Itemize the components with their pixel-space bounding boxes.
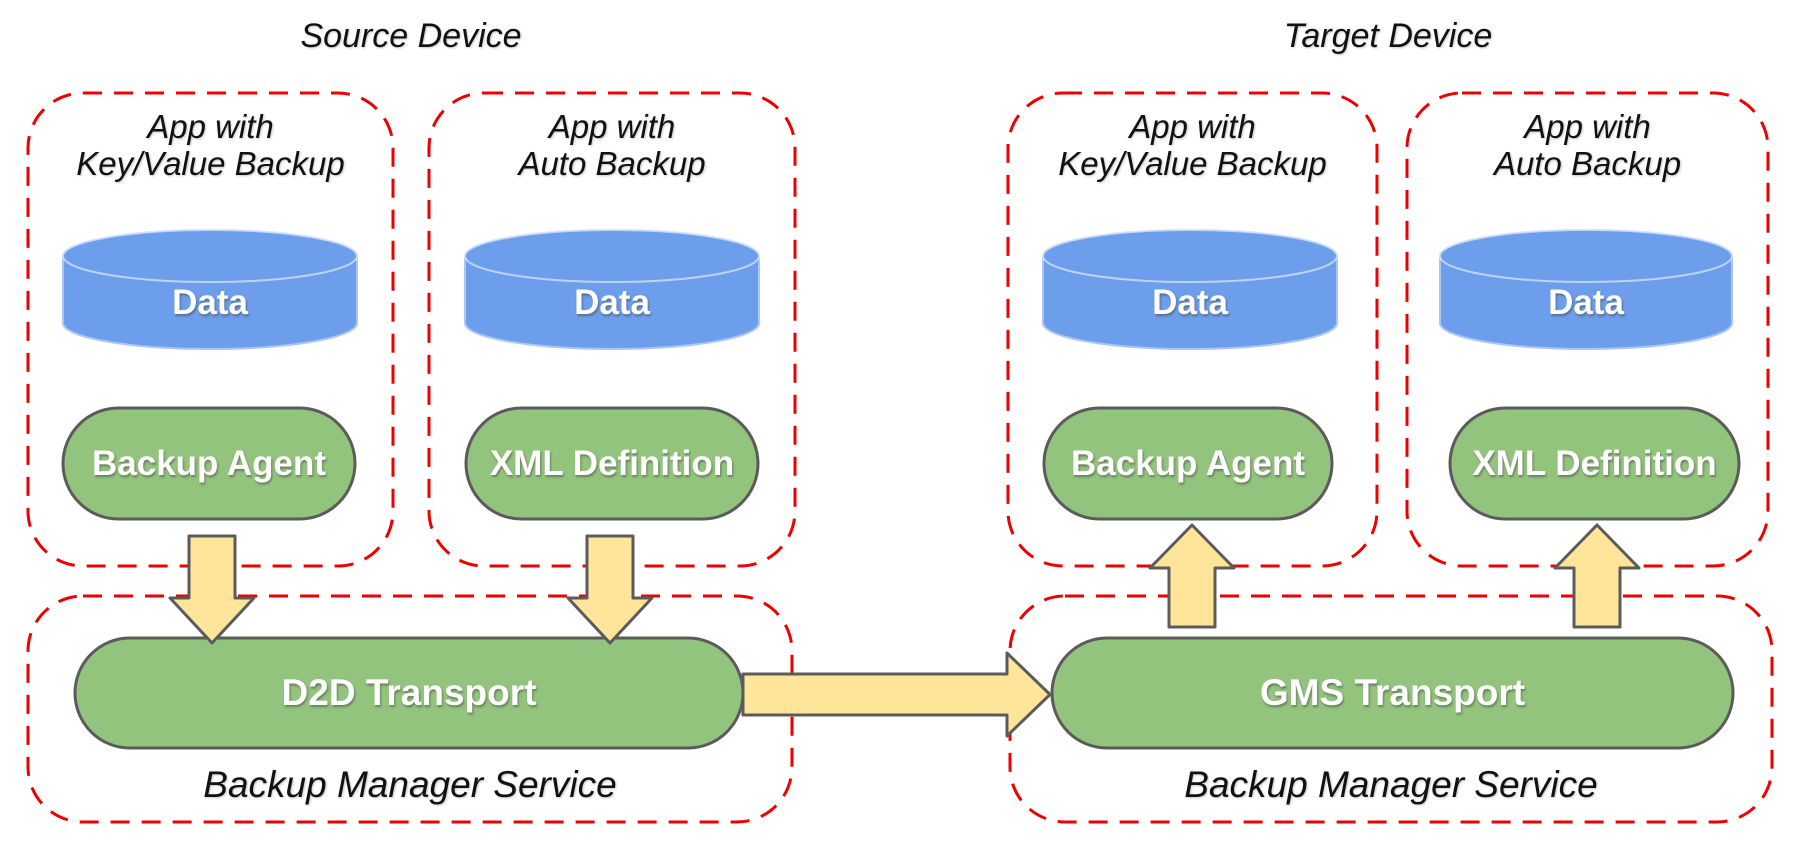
d2d-transport-label: D2D Transport <box>281 672 537 713</box>
source-backup-agent-pill <box>61 406 357 521</box>
source-backup-manager-label: Backup Manager Service <box>203 764 617 805</box>
app-title-line2: Auto Backup <box>518 145 706 182</box>
source-device-title: Source Device <box>300 16 522 55</box>
source-app2-data-label: Data <box>574 282 650 322</box>
up-arrow-target-app1-icon <box>1148 523 1236 629</box>
target-xml-definition-label: XML Definition <box>1472 443 1717 483</box>
target-backup-agent-pill <box>1042 406 1334 521</box>
source-app1-data-label: Data <box>172 282 248 322</box>
source-app1-title: App with Key/Value Backup <box>28 105 393 185</box>
target-app2-title: App with Auto Backup <box>1407 105 1768 185</box>
gms-transport-pill <box>1050 636 1735 750</box>
cylinder-top-rim <box>1439 229 1733 283</box>
source-backup-manager-border <box>26 594 794 824</box>
target-app2-data-label: Data <box>1548 282 1624 322</box>
component-pills <box>61 406 1741 750</box>
source-app2-title: App with Auto Backup <box>429 105 795 185</box>
target-backup-manager-label: Backup Manager Service <box>1184 764 1598 805</box>
target-xml-definition-pill <box>1448 406 1741 521</box>
data-cylinder-source-keyvalue <box>62 229 358 350</box>
right-arrow-d2d-to-gms-icon <box>741 651 1052 738</box>
source-app-auto-border <box>427 91 797 568</box>
cylinder-top-rim <box>62 229 358 283</box>
data-cylinder-target-keyvalue <box>1042 229 1338 350</box>
data-cylinders <box>62 229 1733 350</box>
source-xml-definition-pill <box>464 406 760 521</box>
app-title-line1: App with <box>548 108 676 145</box>
target-app1-title: App with Key/Value Backup <box>1008 105 1377 185</box>
app-title-line1: App with <box>1524 108 1651 145</box>
target-app-keyvalue-border <box>1006 91 1379 568</box>
source-app-keyvalue-border <box>26 91 395 568</box>
app-title-line2: Key/Value Backup <box>76 145 345 182</box>
data-cylinder-target-auto <box>1439 229 1733 350</box>
cylinder-top-rim <box>464 229 760 283</box>
cylinder-top-rim <box>1042 229 1338 283</box>
data-cylinder-source-auto <box>464 229 760 350</box>
source-backup-agent-label: Backup Agent <box>91 443 326 483</box>
gms-transport-label: GMS Transport <box>1259 672 1526 713</box>
down-arrow-source-app2-icon <box>566 534 654 645</box>
app-title-line1: App with <box>1129 108 1256 145</box>
app-title-line2: Key/Value Backup <box>1058 145 1327 182</box>
source-xml-definition-label: XML Definition <box>489 443 735 483</box>
app-title-line2: Auto Backup <box>1493 145 1682 182</box>
up-arrow-target-app2-icon <box>1553 523 1641 629</box>
flow-arrows <box>168 523 1641 738</box>
target-app1-data-label: Data <box>1152 282 1228 322</box>
target-backup-agent-label: Backup Agent <box>1070 443 1305 483</box>
app-title-line1: App with <box>147 108 274 145</box>
target-device-title: Target Device <box>1283 16 1493 55</box>
down-arrow-source-app1-icon <box>168 534 256 645</box>
